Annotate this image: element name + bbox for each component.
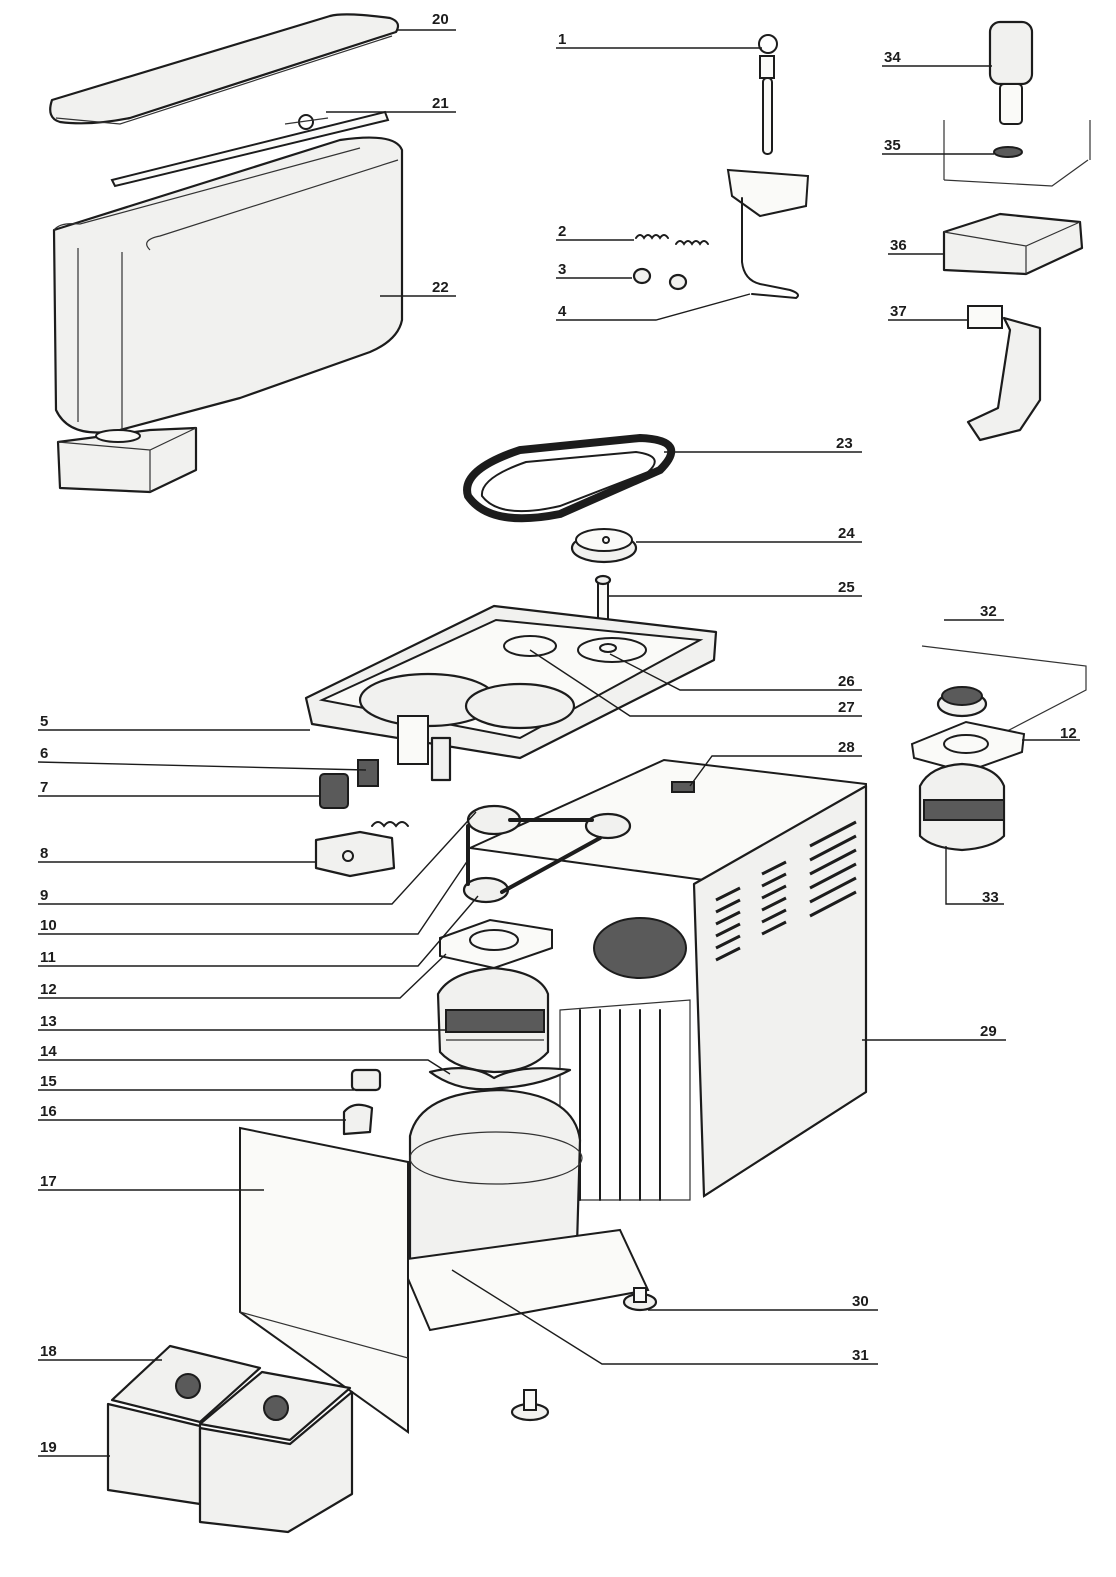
tap-lever-part-34 bbox=[988, 20, 1034, 125]
belt-part-23 bbox=[463, 433, 676, 523]
side-panel-part-17 bbox=[239, 1126, 409, 1434]
solenoid-part-8 bbox=[314, 821, 409, 878]
right-frame bbox=[921, 645, 1087, 741]
pulley-part-24 bbox=[570, 528, 638, 564]
callout-7: 7 bbox=[40, 779, 48, 796]
callout-22: 22 bbox=[432, 279, 449, 296]
callout-2: 2 bbox=[558, 223, 566, 240]
bracket-part-37 bbox=[966, 305, 1042, 442]
callout-20: 20 bbox=[432, 11, 449, 28]
drip-tray-part-19 bbox=[106, 1390, 354, 1534]
callout-35: 35 bbox=[884, 137, 901, 154]
agitator-rod-part-1 bbox=[758, 34, 778, 155]
washer-part-35 bbox=[993, 146, 1023, 158]
callout-23: 23 bbox=[836, 435, 853, 452]
callout-19: 19 bbox=[40, 1439, 57, 1456]
relay-part-15 bbox=[350, 1068, 382, 1092]
callout-15: 15 bbox=[40, 1073, 57, 1090]
overload-part-16 bbox=[342, 1103, 374, 1136]
callout-28: 28 bbox=[838, 739, 855, 756]
compressor-part-31 bbox=[398, 1088, 650, 1332]
foot-part-30 bbox=[622, 1287, 658, 1312]
bowl-base-block bbox=[56, 426, 198, 494]
pulleys-belt-parts-9-10-11 bbox=[462, 804, 632, 904]
spacers-part-3 bbox=[632, 267, 688, 291]
callout-12-right: 12 bbox=[1060, 725, 1077, 742]
callout-29: 29 bbox=[980, 1023, 997, 1040]
fan-blade-part-14 bbox=[428, 1067, 572, 1091]
background-frame bbox=[943, 120, 1091, 187]
fan-motor-part-13 bbox=[436, 966, 550, 1074]
motor-plate-part-12 bbox=[439, 918, 553, 970]
springs-part-2 bbox=[635, 234, 709, 246]
callout-17: 17 bbox=[40, 1173, 57, 1190]
tap-housing-part-36 bbox=[942, 212, 1084, 276]
callout-10: 10 bbox=[40, 917, 57, 934]
callout-11: 11 bbox=[40, 949, 56, 966]
callout-4: 4 bbox=[558, 303, 567, 320]
callout-25: 25 bbox=[838, 579, 855, 596]
callout-36: 36 bbox=[890, 237, 907, 254]
callout-18: 18 bbox=[40, 1343, 57, 1360]
bowl-container-part-22 bbox=[52, 136, 404, 434]
capacitor-part-7 bbox=[319, 773, 349, 809]
drip-tray-part-5 bbox=[304, 604, 718, 782]
callout-26: 26 bbox=[838, 673, 855, 690]
bowl-lid-part-20 bbox=[49, 13, 400, 125]
drip-grid-part-18 bbox=[110, 1344, 352, 1442]
callout-13: 13 bbox=[40, 1013, 57, 1030]
switch-part-6 bbox=[357, 759, 379, 787]
callout-12-left: 12 bbox=[40, 981, 57, 998]
callout-32: 32 bbox=[980, 603, 997, 620]
bolt-part-25 bbox=[594, 574, 612, 623]
callout-3: 3 bbox=[558, 261, 566, 278]
cabinet-part-29 bbox=[466, 758, 868, 1201]
callout-1: 1 bbox=[558, 31, 566, 48]
fan-motor-part-33 bbox=[918, 762, 1006, 852]
callout-31: 31 bbox=[852, 1347, 869, 1364]
callout-9: 9 bbox=[40, 887, 48, 904]
motor-plate-part-12-right bbox=[910, 720, 1026, 774]
callout-lines bbox=[37, 29, 1080, 1457]
callout-33: 33 bbox=[982, 889, 999, 906]
bowl-cover-plate-part-21 bbox=[110, 110, 390, 188]
callout-24: 24 bbox=[838, 525, 855, 542]
callout-27: 27 bbox=[838, 699, 855, 716]
callout-30: 30 bbox=[852, 1293, 869, 1310]
callout-16: 16 bbox=[40, 1103, 57, 1120]
callout-14: 14 bbox=[40, 1043, 57, 1060]
callout-8: 8 bbox=[40, 845, 48, 862]
callout-37: 37 bbox=[890, 303, 907, 320]
bracket-rod-part-4 bbox=[726, 168, 810, 300]
foot-front bbox=[510, 1389, 550, 1422]
callout-labels: 20 21 22 1 2 3 4 34 35 36 37 23 24 25 26… bbox=[40, 11, 1077, 1456]
callout-34: 34 bbox=[884, 49, 901, 66]
pulley-part-32 bbox=[936, 686, 988, 718]
callout-6: 6 bbox=[40, 745, 48, 762]
callout-21: 21 bbox=[432, 95, 449, 112]
callout-5: 5 bbox=[40, 713, 48, 730]
